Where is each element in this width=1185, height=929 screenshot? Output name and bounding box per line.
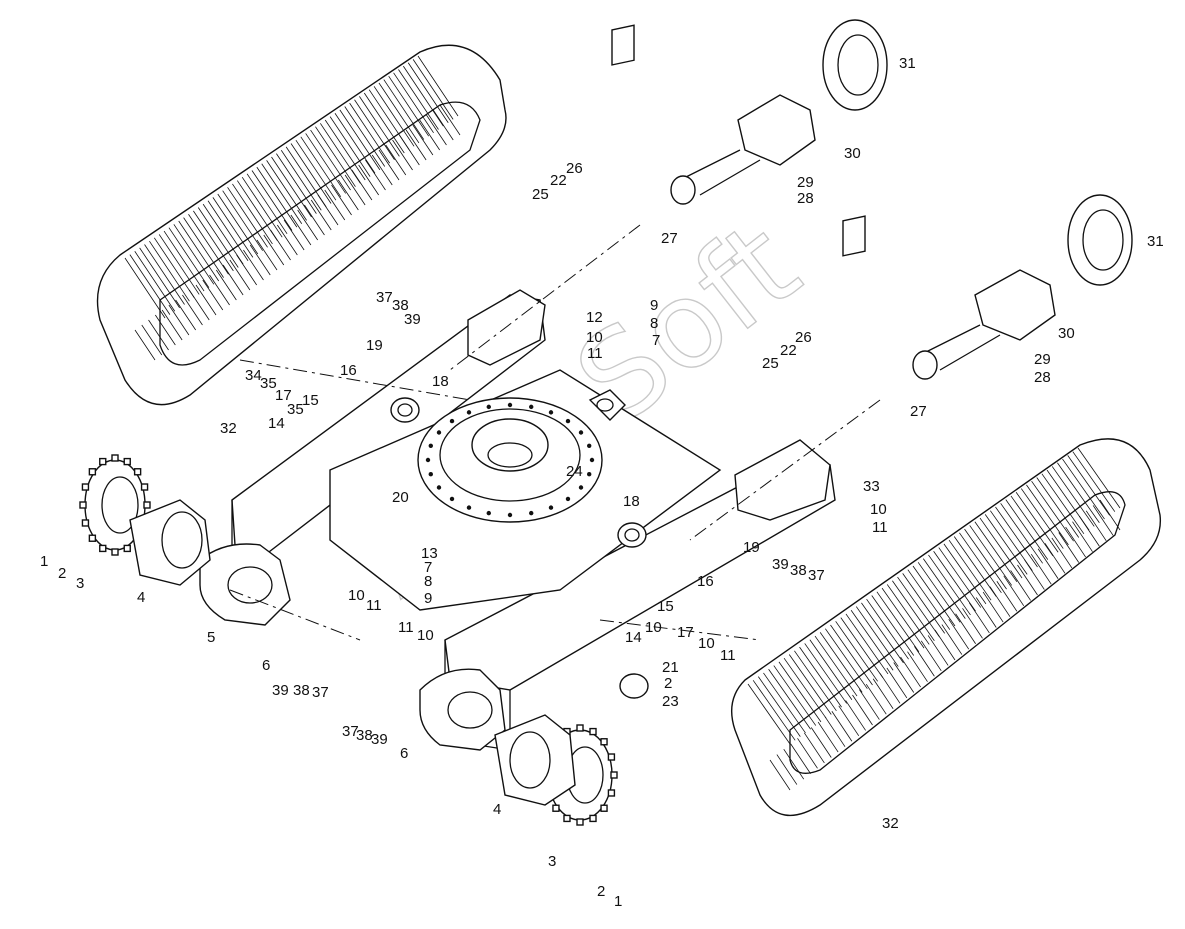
callout-c-29b: 29 bbox=[1034, 351, 1051, 368]
callout-c-39d: 39 bbox=[772, 556, 789, 573]
callout-c-32a: 32 bbox=[220, 420, 237, 437]
callout-c-38d: 38 bbox=[790, 562, 807, 579]
callout-c-4a: 4 bbox=[137, 589, 145, 606]
callout-c-22a: 22 bbox=[550, 172, 567, 189]
callout-c-10d: 10 bbox=[645, 619, 662, 636]
callout-c-38b: 38 bbox=[356, 727, 373, 744]
callout-c-4b: 4 bbox=[493, 801, 501, 818]
callout-c-14a: 14 bbox=[268, 415, 285, 432]
idler-assembly-lower bbox=[842, 194, 1133, 380]
callout-c-6a: 6 bbox=[262, 657, 270, 674]
callout-c-37c: 37 bbox=[376, 289, 393, 306]
callout-c-30b: 30 bbox=[1058, 325, 1075, 342]
callout-c-16b: 16 bbox=[697, 573, 714, 590]
track-chain-right bbox=[731, 438, 1162, 817]
callout-c-18b: 18 bbox=[623, 493, 640, 510]
carrier-roller-right bbox=[617, 522, 647, 548]
callout-c-15b: 15 bbox=[657, 598, 674, 615]
callout-c-11e: 11 bbox=[872, 519, 888, 536]
callout-c-19a: 19 bbox=[366, 337, 383, 354]
callout-c-37a: 37 bbox=[312, 684, 329, 701]
callout-c-38c: 38 bbox=[392, 297, 409, 314]
callout-c-3b: 3 bbox=[548, 853, 556, 870]
track-chain-left bbox=[96, 44, 507, 406]
callout-c-2b: 2 bbox=[597, 883, 605, 900]
callout-c-10e: 10 bbox=[698, 635, 715, 652]
callout-c-9a: 9 bbox=[650, 297, 658, 314]
callout-c-26a: 26 bbox=[566, 160, 583, 177]
callout-c-31b: 31 bbox=[1147, 233, 1164, 250]
callout-c-11c: 11 bbox=[587, 345, 603, 362]
callout-c-23: 23 bbox=[662, 693, 679, 710]
callout-c-20: 20 bbox=[392, 489, 409, 506]
callout-c-37d: 37 bbox=[808, 567, 825, 584]
callout-c-17a: 17 bbox=[275, 387, 292, 404]
callout-c-7b: 7 bbox=[424, 559, 432, 576]
callout-c-27b: 27 bbox=[910, 403, 927, 420]
callout-c-10c: 10 bbox=[586, 329, 603, 346]
callout-c-8a: 8 bbox=[650, 315, 658, 332]
assembly-centerlines bbox=[229, 224, 881, 641]
callout-c-30a: 30 bbox=[844, 145, 861, 162]
callout-c-34: 34 bbox=[245, 367, 262, 384]
idler-assembly-upper bbox=[611, 19, 888, 205]
callout-c-24: 24 bbox=[566, 463, 583, 480]
callout-c-28b: 28 bbox=[1034, 369, 1051, 386]
callout-c-17b: 17 bbox=[677, 624, 694, 641]
callout-c-32b: 32 bbox=[882, 815, 899, 832]
callout-c-39b: 39 bbox=[371, 731, 388, 748]
callout-c-6b: 6 bbox=[400, 745, 408, 762]
callout-c-1a: 1 bbox=[40, 553, 48, 570]
callout-c-38a: 38 bbox=[293, 682, 310, 699]
callout-c-11a: 11 bbox=[366, 597, 382, 614]
callout-c-10b: 10 bbox=[417, 627, 434, 644]
callout-c-37b: 37 bbox=[342, 723, 359, 740]
callout-c-8b: 8 bbox=[424, 573, 432, 590]
callout-c-22b: 22 bbox=[780, 342, 797, 359]
callout-c-9b: 9 bbox=[424, 590, 432, 607]
callout-c-28a: 28 bbox=[797, 190, 814, 207]
callout-c-2a: 2 bbox=[58, 565, 66, 582]
callout-c-33: 33 bbox=[863, 478, 880, 495]
track-roller bbox=[619, 673, 649, 699]
callout-c-11d: 11 bbox=[720, 647, 736, 664]
callout-c-25b: 25 bbox=[762, 355, 779, 372]
callout-c-27a: 27 bbox=[661, 230, 678, 247]
callout-c-18a: 18 bbox=[432, 373, 449, 390]
callout-c-11b: 11 bbox=[398, 619, 414, 636]
callout-c-35a: 35 bbox=[260, 375, 277, 392]
callout-c-13: 13 bbox=[421, 545, 438, 562]
final-drive-left bbox=[129, 499, 211, 586]
callout-c-35b: 35 bbox=[287, 401, 304, 418]
callout-c-25a: 25 bbox=[532, 186, 549, 203]
callout-c-12: 12 bbox=[586, 309, 603, 326]
callout-c-19b: 19 bbox=[743, 539, 760, 556]
callout-c-39c: 39 bbox=[404, 311, 421, 328]
callout-c-2c: 2 bbox=[664, 675, 672, 692]
final-drive-right bbox=[494, 714, 576, 806]
callout-c-39a: 39 bbox=[272, 682, 289, 699]
callout-c-3a: 3 bbox=[76, 575, 84, 592]
callout-c-1b: 1 bbox=[614, 893, 622, 910]
callout-c-10f: 10 bbox=[870, 501, 887, 518]
callout-c-10a: 10 bbox=[348, 587, 365, 604]
callout-c-31a: 31 bbox=[899, 55, 916, 72]
carrier-roller-left bbox=[390, 397, 420, 423]
callout-c-26b: 26 bbox=[795, 329, 812, 346]
callout-c-5: 5 bbox=[207, 629, 215, 646]
callout-c-21: 21 bbox=[662, 659, 679, 676]
callout-c-14b: 14 bbox=[625, 629, 642, 646]
callout-c-15a: 15 bbox=[302, 392, 319, 409]
callout-c-7a: 7 bbox=[652, 332, 660, 349]
callout-c-29a: 29 bbox=[797, 174, 814, 191]
callout-c-16a: 16 bbox=[340, 362, 357, 379]
